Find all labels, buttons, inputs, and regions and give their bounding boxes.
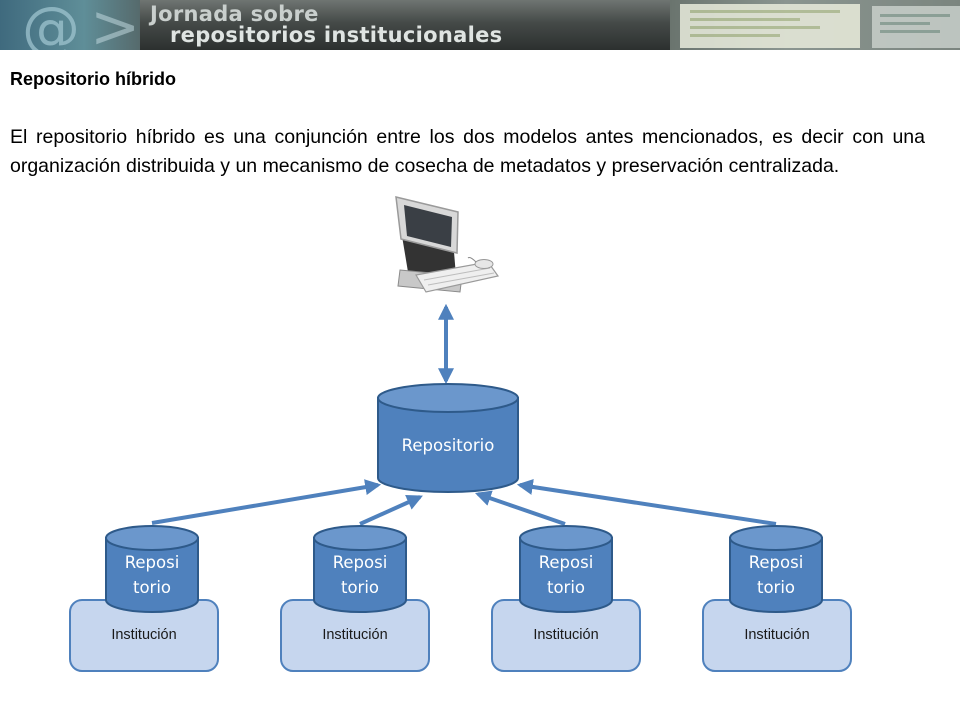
local-repository-cylinder-2	[313, 525, 407, 613]
slide-heading: Repositorio híbrido	[10, 69, 176, 89]
arrow-node-3-to-central	[474, 490, 566, 526]
local-repository-label-3: Reposi torio	[518, 550, 614, 600]
institution-label-3: Institución	[533, 627, 599, 643]
header-banner: @ > Jornada sobre repositorios instituci…	[0, 0, 960, 50]
local-repository-label-4-line2: torio	[756, 578, 796, 597]
logo-band	[0, 0, 140, 50]
local-repository-label-1-line1: Reposi	[124, 553, 180, 572]
at-sign-logo-icon: @	[22, 0, 80, 50]
institution-label-4: Institución	[744, 627, 810, 643]
arrow-node-1-to-central	[151, 479, 382, 525]
local-repository-cylinder-1	[105, 525, 199, 613]
local-repository-cylinder-4	[729, 525, 823, 613]
local-repository-label-3-line2: torio	[546, 578, 586, 597]
local-repository-label-2: Reposi torio	[312, 550, 408, 600]
central-repository-cylinder	[377, 383, 519, 493]
arrow-node-2-to-central	[359, 494, 423, 526]
computer-icon	[395, 196, 500, 293]
arrow-node-4-to-central	[516, 479, 777, 526]
local-repository-label-2-line1: Reposi	[332, 553, 388, 572]
institution-label-2: Institución	[322, 627, 388, 643]
local-repository-label-1: Reposi torio	[104, 550, 200, 600]
local-repository-label-4: Reposi torio	[728, 550, 824, 600]
banner-title-line1: Jornada sobre	[150, 2, 319, 26]
local-repository-label-4-line1: Reposi	[748, 553, 804, 572]
banner-thumbnail-page-1	[680, 4, 860, 48]
local-repository-label-1-line2: torio	[132, 578, 172, 597]
institution-label-1: Institución	[111, 627, 177, 643]
local-repository-label-3-line1: Reposi	[538, 553, 594, 572]
slide-paragraph: El repositorio híbrido es una conjunción…	[10, 126, 925, 177]
central-repository-label: Repositorio	[401, 436, 495, 455]
banner-thumbnail-page-2	[872, 6, 960, 48]
local-repository-cylinder-3	[519, 525, 613, 613]
chevron-logo-icon: >	[90, 0, 141, 50]
local-repository-label-2-line2: torio	[340, 578, 380, 597]
banner-title-line2: repositorios institucionales	[170, 23, 503, 47]
